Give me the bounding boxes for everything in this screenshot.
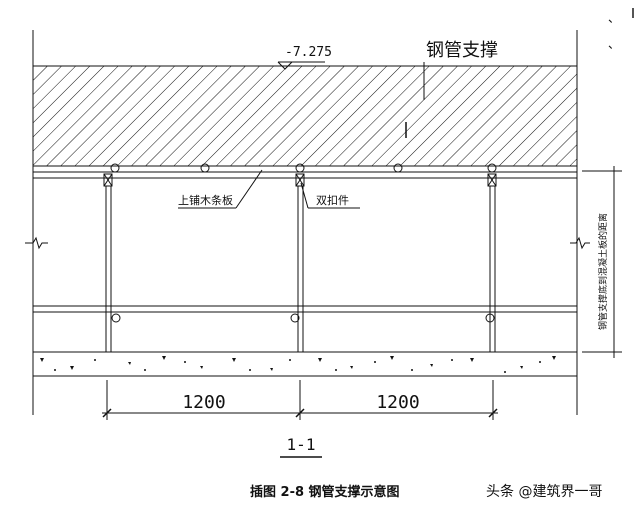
pipe-circle bbox=[393, 163, 403, 173]
upper-board-leader bbox=[235, 169, 263, 209]
upper-board-label: 上铺木条板 bbox=[178, 193, 233, 207]
pipe-circle bbox=[487, 163, 497, 173]
concrete-aggregate-marks bbox=[40, 356, 556, 373]
corner-glyph: 、 bbox=[608, 37, 620, 51]
clamp-top-left bbox=[103, 173, 113, 187]
vertical-post-middle bbox=[297, 186, 304, 352]
dim-right-value: 1200 bbox=[376, 392, 419, 413]
section-label: 1-1 bbox=[287, 435, 316, 454]
corner-bar-mark bbox=[632, 8, 634, 18]
pipe-circle bbox=[200, 163, 210, 173]
vertical-post-left bbox=[105, 186, 112, 352]
pipe-circle bbox=[111, 313, 121, 323]
elevation-text: -7.275 bbox=[285, 45, 332, 60]
dim-tick-left bbox=[102, 408, 112, 418]
dim-tick-right bbox=[488, 408, 498, 418]
pipe-circle bbox=[290, 313, 300, 323]
pipe-circle bbox=[485, 313, 495, 323]
pipe-circle bbox=[295, 163, 305, 173]
watermark-text: 头条 @建筑界一哥 bbox=[486, 483, 602, 500]
clamp-top-right bbox=[487, 173, 497, 187]
left-break-mark bbox=[25, 236, 48, 250]
right-break-mark bbox=[570, 236, 590, 250]
corner-glyph: 、 bbox=[608, 11, 620, 25]
dim-tick-middle bbox=[295, 408, 305, 418]
figure-caption: 插图 2-8 钢管支撑示意图 bbox=[250, 484, 400, 500]
pipe-circle bbox=[110, 163, 120, 173]
elevation-triangle bbox=[277, 61, 293, 70]
double-clip-leader bbox=[300, 182, 309, 209]
concrete-slab bbox=[32, 65, 578, 167]
concrete-base bbox=[32, 351, 578, 377]
clamp-top-middle bbox=[295, 173, 305, 187]
vertical-distance-label: 钢管支撑底到混凝土板的距离 bbox=[597, 213, 609, 330]
dim-left-value: 1200 bbox=[182, 392, 225, 413]
steel-support-label: 钢管支撑 bbox=[426, 40, 498, 61]
double-clip-label: 双扣件 bbox=[316, 193, 349, 207]
vertical-post-right bbox=[489, 186, 496, 352]
